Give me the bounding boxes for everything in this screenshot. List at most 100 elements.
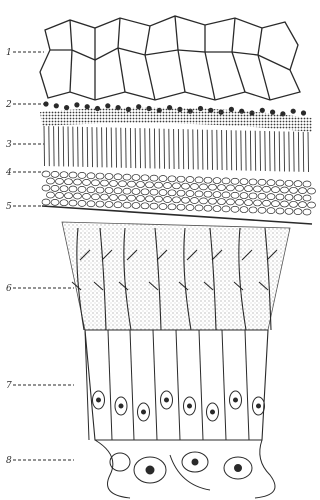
- rod: [183, 129, 184, 169]
- cone: [164, 182, 172, 188]
- rod: [159, 129, 160, 169]
- rod: [169, 129, 170, 169]
- layer-label: 4: [5, 168, 12, 178]
- nucleolus: [97, 398, 101, 402]
- rod: [284, 131, 285, 171]
- cone: [213, 192, 221, 198]
- rod: [116, 128, 117, 168]
- cell-wall: [222, 330, 226, 440]
- nucleolus: [211, 410, 215, 414]
- rod: [303, 132, 304, 172]
- cone: [78, 186, 86, 192]
- cone: [137, 181, 145, 187]
- cone: [150, 189, 158, 195]
- cone: [249, 207, 257, 213]
- cone: [101, 194, 109, 200]
- cone: [303, 195, 311, 201]
- layer-7-columnar-cells: [85, 330, 265, 440]
- rod: [135, 128, 136, 168]
- rod: [241, 130, 242, 170]
- cone: [155, 196, 163, 202]
- rod: [193, 129, 194, 169]
- rod: [246, 131, 247, 171]
- cone: [110, 180, 118, 186]
- layer-label: 7: [6, 381, 12, 391]
- cone: [200, 184, 208, 190]
- cone: [114, 188, 122, 194]
- rod: [222, 130, 223, 170]
- cone: [272, 187, 280, 193]
- cone: [281, 201, 289, 207]
- cone: [119, 195, 127, 201]
- nucleolus: [165, 398, 169, 402]
- cone: [267, 194, 275, 200]
- rod: [260, 131, 261, 171]
- cone: [303, 209, 311, 215]
- nucleus: [64, 105, 69, 110]
- rod: [217, 130, 218, 170]
- layer-label: 3: [6, 140, 12, 150]
- rod: [68, 127, 69, 167]
- rod: [87, 127, 88, 167]
- cone: [258, 193, 266, 199]
- rod: [294, 132, 295, 172]
- rod: [198, 129, 199, 169]
- cone: [150, 175, 158, 181]
- cone: [249, 193, 257, 199]
- cone: [186, 205, 194, 211]
- cone: [105, 201, 113, 207]
- rod: [212, 130, 213, 170]
- cone: [96, 187, 104, 193]
- rod: [150, 128, 151, 168]
- nucleus: [43, 101, 48, 106]
- rod: [308, 132, 309, 172]
- cone: [65, 179, 73, 185]
- cone: [47, 192, 55, 198]
- cone: [285, 180, 293, 186]
- rod: [270, 131, 271, 171]
- cone: [132, 202, 140, 208]
- cone: [146, 182, 154, 188]
- cone: [204, 191, 212, 197]
- cone: [272, 201, 280, 207]
- rod: [106, 127, 107, 167]
- nucleolus: [188, 404, 192, 408]
- cone: [177, 204, 185, 210]
- cone: [267, 208, 275, 214]
- cone: [123, 188, 131, 194]
- cone: [168, 190, 176, 196]
- cone: [60, 186, 68, 192]
- cone: [222, 192, 230, 198]
- cone: [128, 195, 136, 201]
- cone: [186, 177, 194, 183]
- rod: [250, 131, 251, 171]
- cone: [69, 172, 77, 178]
- cone: [308, 202, 316, 208]
- nucleus: [74, 102, 79, 107]
- cone: [209, 184, 217, 190]
- cone: [137, 195, 145, 201]
- rod: [236, 130, 237, 170]
- cone: [240, 179, 248, 185]
- nucleus: [54, 103, 59, 108]
- cone: [42, 199, 50, 205]
- cone: [240, 193, 248, 199]
- cone: [159, 203, 167, 209]
- rod: [164, 129, 165, 169]
- cone: [308, 188, 316, 194]
- cone: [182, 197, 190, 203]
- cell-wall: [153, 330, 157, 440]
- cone: [128, 181, 136, 187]
- cone: [146, 196, 154, 202]
- cone: [227, 185, 235, 191]
- cone: [168, 204, 176, 210]
- cone: [285, 208, 293, 214]
- rod: [298, 132, 299, 172]
- cone: [51, 185, 59, 191]
- rod: [78, 127, 79, 167]
- cone: [141, 203, 149, 209]
- cone: [177, 190, 185, 196]
- rod: [130, 128, 131, 168]
- cone: [254, 200, 262, 206]
- cone: [110, 194, 118, 200]
